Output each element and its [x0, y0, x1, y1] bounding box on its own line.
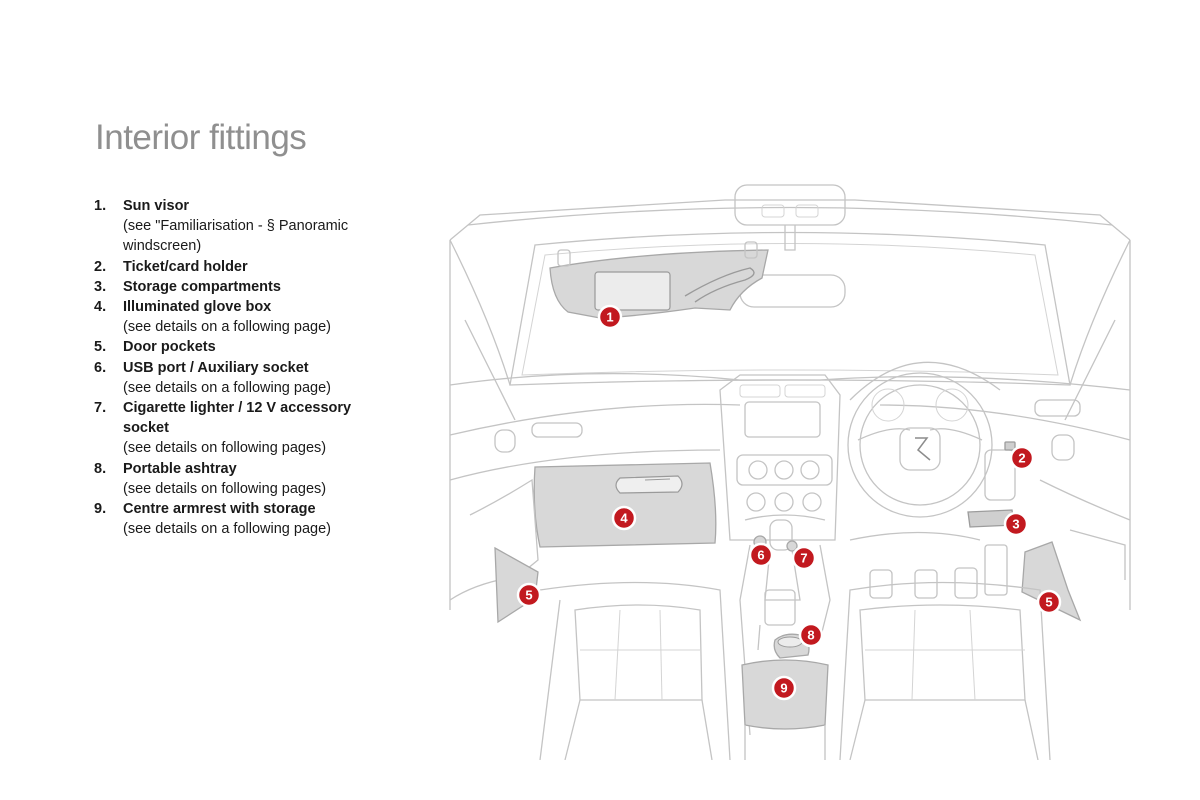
- callout-number: 9: [780, 681, 787, 696]
- callout-marker-2: 2: [1009, 445, 1035, 471]
- callout-number: 3: [1012, 517, 1019, 532]
- door-pocket-right: [1021, 479, 1131, 622]
- callout-number: 1: [606, 310, 613, 325]
- callout-number: 8: [807, 628, 814, 643]
- callout-number: 5: [1045, 595, 1052, 610]
- callout-marker-6: 6: [748, 542, 774, 568]
- legend-item-detail: (see "Familiarisation - § Panoramic wind…: [123, 218, 349, 255]
- callout-marker-3: 3: [1003, 511, 1029, 537]
- legend-item-label: Cigarette lighter / 12 V accessory socke…: [123, 400, 352, 437]
- legend-item-detail: (see details on a following page): [123, 319, 331, 336]
- legend-item-label: Door pockets: [123, 339, 216, 356]
- sun-visor: [549, 241, 769, 319]
- legend-item: 9. Centre armrest with storage (see deta…: [94, 499, 394, 539]
- ticket-card-holder: [1004, 441, 1016, 451]
- callout-number: 5: [525, 588, 532, 603]
- callout-marker-1: 1: [597, 304, 623, 330]
- legend-item-number: 9.: [94, 501, 107, 518]
- legend-item: 3. Storage compartments: [94, 277, 394, 297]
- callout-marker-8: 8: [798, 622, 824, 648]
- legend-item-number: 8.: [94, 460, 107, 477]
- legend-item-detail: (see details on following pages): [123, 480, 327, 497]
- driver-seat: [539, 581, 731, 760]
- legend-item-label: Ticket/card holder: [123, 258, 248, 275]
- legend-item-detail: (see details on a following page): [123, 521, 331, 538]
- legend-item: 1. Sun visor (see "Familiarisation - § P…: [94, 196, 394, 257]
- legend-item: 8. Portable ashtray (see details on foll…: [94, 459, 394, 499]
- pedals: [849, 531, 1008, 599]
- legend-item-label: Centre armrest with storage: [123, 501, 316, 518]
- callout-number: 6: [757, 548, 764, 563]
- callout-marker-4: 4: [611, 505, 637, 531]
- page-title: Interior fittings: [95, 118, 307, 157]
- car-interior-diagram: 1 2 3 4 5 5 6 7: [440, 180, 1140, 760]
- legend-item-number: 2.: [94, 258, 107, 275]
- legend-item-label: USB port / Auxiliary socket: [123, 359, 309, 376]
- passenger-seat: [839, 581, 1051, 760]
- callout-number: 4: [620, 511, 628, 526]
- steering-wheel: [847, 361, 1016, 518]
- rear-view-mirror: [734, 184, 846, 308]
- legend-item-number: 1.: [94, 198, 107, 214]
- callout-number: 7: [800, 551, 807, 566]
- legend-item-number: 6.: [94, 359, 107, 376]
- legend-item-label: Storage compartments: [123, 278, 281, 295]
- legend-item-number: 7.: [94, 400, 107, 417]
- legend-item: 4. Illuminated glove box (see details on…: [94, 297, 394, 337]
- legend-item-label: Illuminated glove box: [123, 299, 272, 316]
- glove-box: [533, 462, 717, 548]
- legend-list: 1. Sun visor (see "Familiarisation - § P…: [94, 196, 394, 539]
- legend-item: 2. Ticket/card holder: [94, 257, 394, 277]
- legend-item-number: 5.: [94, 339, 107, 356]
- legend-item-detail: (see details on a following page): [123, 379, 331, 396]
- callout-number: 2: [1018, 451, 1025, 466]
- callout-marker-5: 5: [1036, 589, 1062, 615]
- callout-marker-5: 5: [516, 582, 542, 608]
- legend-item-label: Portable ashtray: [123, 460, 237, 477]
- legend-item-number: 4.: [94, 299, 107, 316]
- legend-item-number: 3.: [94, 278, 107, 295]
- legend-item-label: Sun visor: [123, 198, 190, 214]
- callout-marker-9: 9: [771, 675, 797, 701]
- callout-marker-7: 7: [791, 545, 817, 571]
- legend-item: 6. USB port / Auxiliary socket (see deta…: [94, 358, 394, 398]
- windscreen-frame: [449, 199, 1131, 610]
- centre-armrest: [741, 659, 829, 760]
- legend-item: 7. Cigarette lighter / 12 V accessory so…: [94, 398, 394, 459]
- legend-item: 5. Door pockets: [94, 337, 394, 357]
- legend-item-detail: (see details on following pages): [123, 440, 327, 457]
